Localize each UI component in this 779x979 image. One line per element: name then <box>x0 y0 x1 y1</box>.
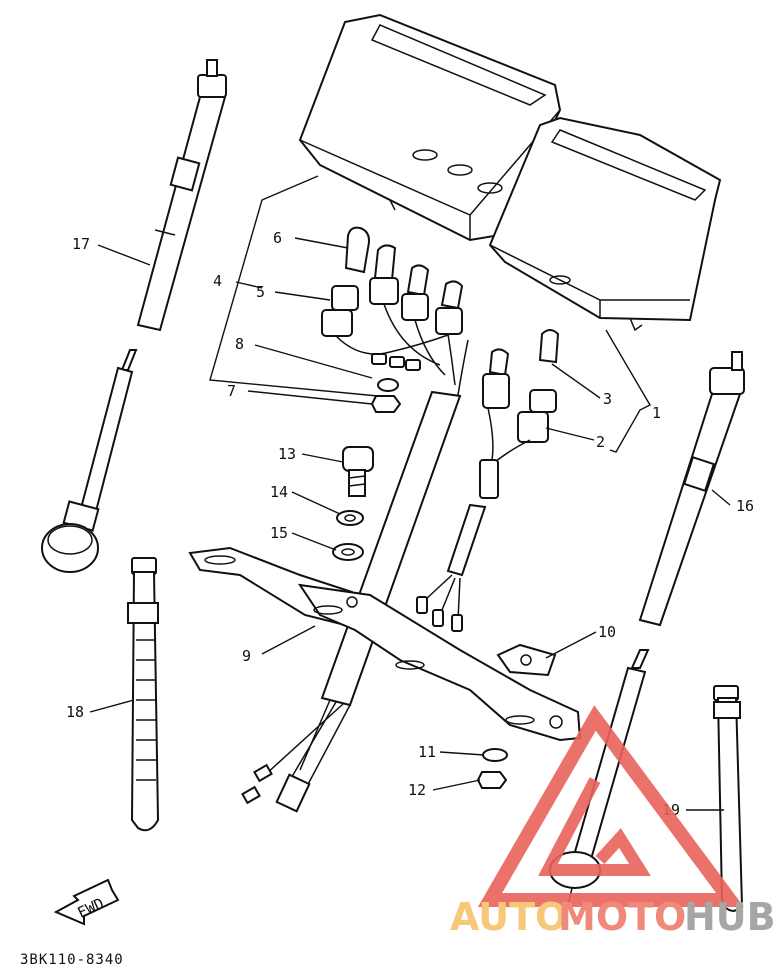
callout-18: 18 <box>66 703 84 721</box>
callout-12: 12 <box>408 781 426 799</box>
callout-8: 8 <box>235 335 244 353</box>
tachometer-housing <box>488 116 722 332</box>
callout-2: 2 <box>596 433 605 451</box>
group-brackets <box>209 175 651 453</box>
callout-10: 10 <box>598 623 616 641</box>
watermark-moto: MOTO <box>558 895 686 939</box>
leader-lines <box>89 237 731 811</box>
cable-tie-18 <box>127 557 160 832</box>
cable-tie-19 <box>713 685 744 912</box>
fwd-arrow-icon: FWD <box>53 878 120 926</box>
callout-15: 15 <box>270 524 288 542</box>
callout-9: 9 <box>242 647 251 665</box>
callout-11: 11 <box>418 743 436 761</box>
callout-1: 1 <box>652 404 661 422</box>
watermark-auto: AUTO <box>450 895 567 939</box>
callout-6: 6 <box>273 229 282 247</box>
watermark-text: AUTO MOTO HUB <box>450 895 776 939</box>
callout-labels: 1 2 3 4 5 6 7 8 9 10 11 12 13 14 15 16 1… <box>66 229 754 819</box>
hardware <box>332 378 557 789</box>
watermark-inner-mark-icon <box>538 777 651 876</box>
callout-5: 5 <box>256 283 265 301</box>
meter-bracket <box>188 546 582 742</box>
watermark-hub: HUB <box>684 895 776 939</box>
diagram-code: 3BK110-8340 <box>20 952 124 968</box>
callout-3: 3 <box>603 390 612 408</box>
callout-13: 13 <box>278 445 296 463</box>
tachometer-cable <box>549 351 745 916</box>
callout-4: 4 <box>213 272 222 290</box>
speedometer-cable <box>41 59 227 573</box>
bulbs-and-sockets <box>321 226 560 443</box>
callout-7: 7 <box>227 382 236 400</box>
callout-14: 14 <box>270 483 288 501</box>
watermark-triangle-icon <box>477 705 744 907</box>
callout-16: 16 <box>736 497 754 515</box>
watermark-logo <box>477 705 744 907</box>
callout-17: 17 <box>72 235 90 253</box>
